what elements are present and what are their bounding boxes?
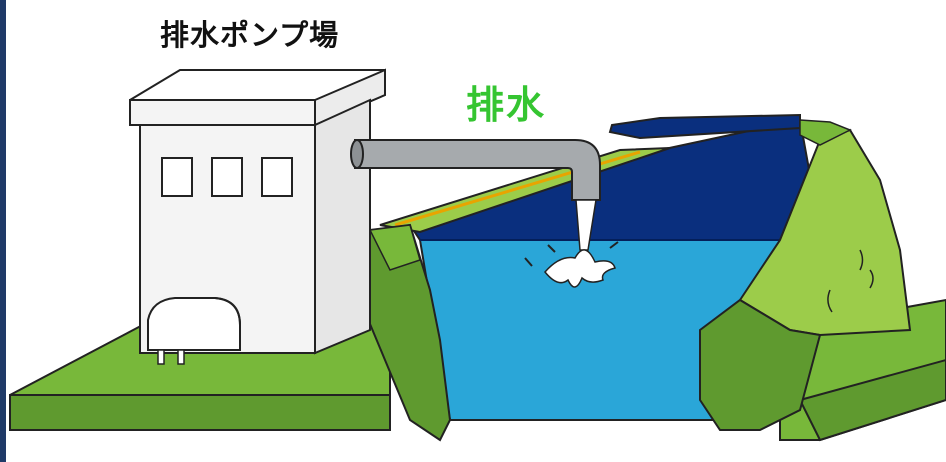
left-border: [0, 0, 6, 462]
discharge-pipe: [350, 139, 601, 201]
water-splash: [524, 199, 619, 288]
right-embankment: [699, 119, 912, 431]
left-embankment: [358, 223, 452, 442]
discharge-label: 排水: [466, 83, 547, 127]
pump-station-building: [129, 68, 386, 365]
pump-station-title: 排水ポンプ場: [160, 18, 340, 52]
river-channel: [379, 113, 822, 421]
